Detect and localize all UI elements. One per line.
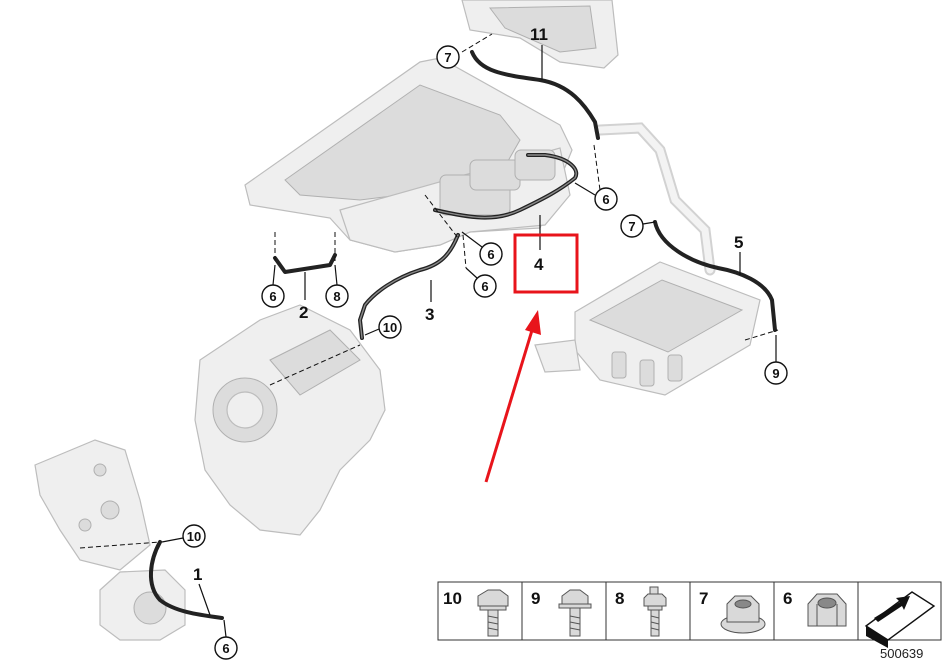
svg-text:6: 6: [481, 279, 488, 294]
fastener-legend: 10 9 8: [437, 581, 942, 648]
document-number: 500639: [880, 646, 923, 661]
ground-cable-2: [273, 253, 337, 274]
ground-cable-3: [358, 233, 460, 340]
svg-text:6: 6: [602, 192, 609, 207]
legend-item-8: 8: [615, 586, 667, 637]
hex-bolt-flange-icon: [477, 589, 509, 637]
callout-6-right: 6: [574, 182, 618, 211]
ground-cable-3-highlight: [359, 234, 459, 339]
dashed-reference-lines: [79, 33, 779, 549]
part-label-4: 4: [534, 255, 544, 274]
part-label-5: 5: [734, 233, 743, 252]
legend-item-6: 6: [783, 589, 847, 627]
part-label-11: 11: [530, 25, 548, 44]
callout-10-bottom: 10: [161, 524, 206, 548]
callout-6-bottom: 6: [214, 619, 238, 660]
ground-cable-4-highlight: [434, 154, 577, 219]
svg-text:8: 8: [333, 289, 340, 304]
ground-cable-1: [148, 540, 224, 620]
callout-7-right: 7: [620, 214, 656, 238]
highlight-arrow: [484, 310, 541, 483]
svg-text:6: 6: [222, 641, 229, 656]
hex-nut-icon: [807, 593, 847, 627]
svg-text:8: 8: [615, 589, 624, 608]
svg-text:6: 6: [269, 289, 276, 304]
legend-item-9: 9: [531, 589, 592, 637]
callout-6-center: 6: [461, 231, 503, 266]
svg-text:6: 6: [487, 247, 494, 262]
callouts: 7 6 6 6 6 8 10: [161, 45, 788, 660]
arrow-sheet-icon: [864, 591, 936, 648]
callout-6-left: 6: [261, 264, 285, 308]
svg-text:10: 10: [443, 589, 462, 608]
svg-text:7: 7: [444, 50, 451, 65]
power-electronics-housing: [244, 57, 573, 253]
svg-text:6: 6: [783, 589, 792, 608]
flange-nut-icon: [720, 595, 766, 634]
svg-text:9: 9: [531, 589, 540, 608]
legend-item-10: 10: [443, 589, 509, 637]
ground-cable-5: [653, 220, 777, 332]
upper-bracket: [461, 0, 619, 69]
svg-text:10: 10: [187, 529, 201, 544]
callout-6-lower: 6: [465, 267, 497, 298]
mount-bracket: [34, 439, 151, 571]
transfer-case: [194, 304, 386, 536]
part-label-1: 1: [193, 565, 202, 584]
callout-10-mid: 10: [364, 315, 402, 339]
part-labels: 11 4 3 2 5 1: [193, 25, 743, 616]
hex-bolt-washer-icon: [558, 589, 592, 637]
ground-cable-11: [470, 50, 600, 140]
callout-7-top: 7: [436, 45, 460, 69]
callout-9: 9: [764, 335, 788, 385]
dc-converter: [534, 261, 761, 396]
callout-8: 8: [325, 264, 349, 308]
svg-text:7: 7: [628, 219, 635, 234]
coolant-pipe-inner: [596, 124, 714, 274]
svg-text:7: 7: [699, 589, 708, 608]
legend-item-7: 7: [699, 589, 766, 634]
highlight-box: [513, 233, 579, 294]
part-label-3: 3: [425, 305, 434, 324]
stud-bolt-icon: [643, 586, 667, 637]
motor-housing: [99, 569, 186, 641]
svg-text:9: 9: [772, 366, 779, 381]
svg-text:10: 10: [383, 320, 397, 335]
part-label-2: 2: [299, 303, 308, 322]
